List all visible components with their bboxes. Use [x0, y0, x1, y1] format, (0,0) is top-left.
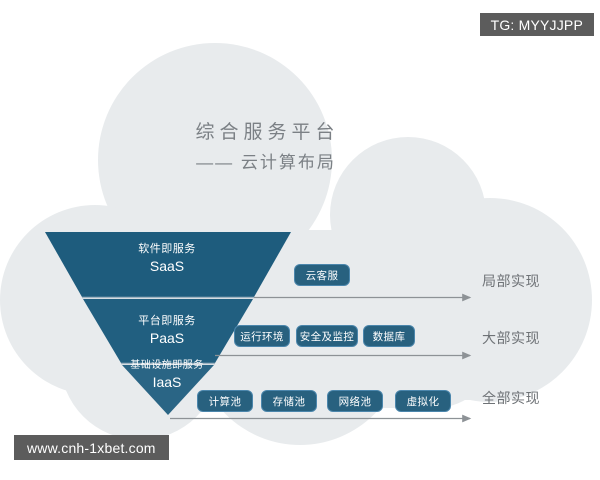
tier-label-iaas-cn: 基础设施即服务	[130, 360, 204, 371]
outcome-label: 全部实现	[482, 390, 540, 406]
service-badge[interactable]: 虚拟化	[395, 390, 451, 412]
tier-label-saas-cn: 软件即服务	[138, 243, 196, 255]
diagram-title-block: 综合服务平台 —— 云计算布局	[150, 120, 380, 176]
funnel-tier-paas	[83, 299, 253, 363]
page-title: 综合服务平台	[195, 122, 340, 143]
tier-label-paas: 平台即服务 PaaS	[112, 315, 222, 347]
service-badge[interactable]: 云客服	[294, 264, 350, 286]
funnel-tier-saas	[45, 232, 291, 297]
watermark-bottom-left: www.cnh-1xbet.com	[14, 435, 169, 460]
tier-label-paas-cn: 平台即服务	[138, 315, 196, 327]
service-badge[interactable]: 安全及监控	[296, 325, 358, 347]
outcome-label: 局部实现	[482, 273, 540, 289]
service-badge[interactable]: 数据库	[363, 325, 415, 347]
tier-label-iaas-en: IaaS	[152, 373, 182, 390]
tier-label-saas-en: SaaS	[149, 257, 185, 274]
outcome-label: 大部实现	[482, 330, 540, 346]
tier-label-paas-en: PaaS	[149, 329, 185, 346]
service-badge[interactable]: 存储池	[261, 390, 317, 412]
tier-label-saas: 软件即服务 SaaS	[112, 243, 222, 275]
page-subtitle: —— 云计算布局	[196, 153, 336, 172]
funnel-tier-iaas	[122, 365, 214, 415]
service-badge[interactable]: 计算池	[197, 390, 253, 412]
service-badge[interactable]: 运行环境	[234, 325, 290, 347]
service-badge[interactable]: 网络池	[327, 390, 383, 412]
watermark-top-right: TG: MYYJJPP	[479, 13, 594, 36]
tier-label-iaas: 基础设施即服务 IaaS	[112, 360, 222, 391]
